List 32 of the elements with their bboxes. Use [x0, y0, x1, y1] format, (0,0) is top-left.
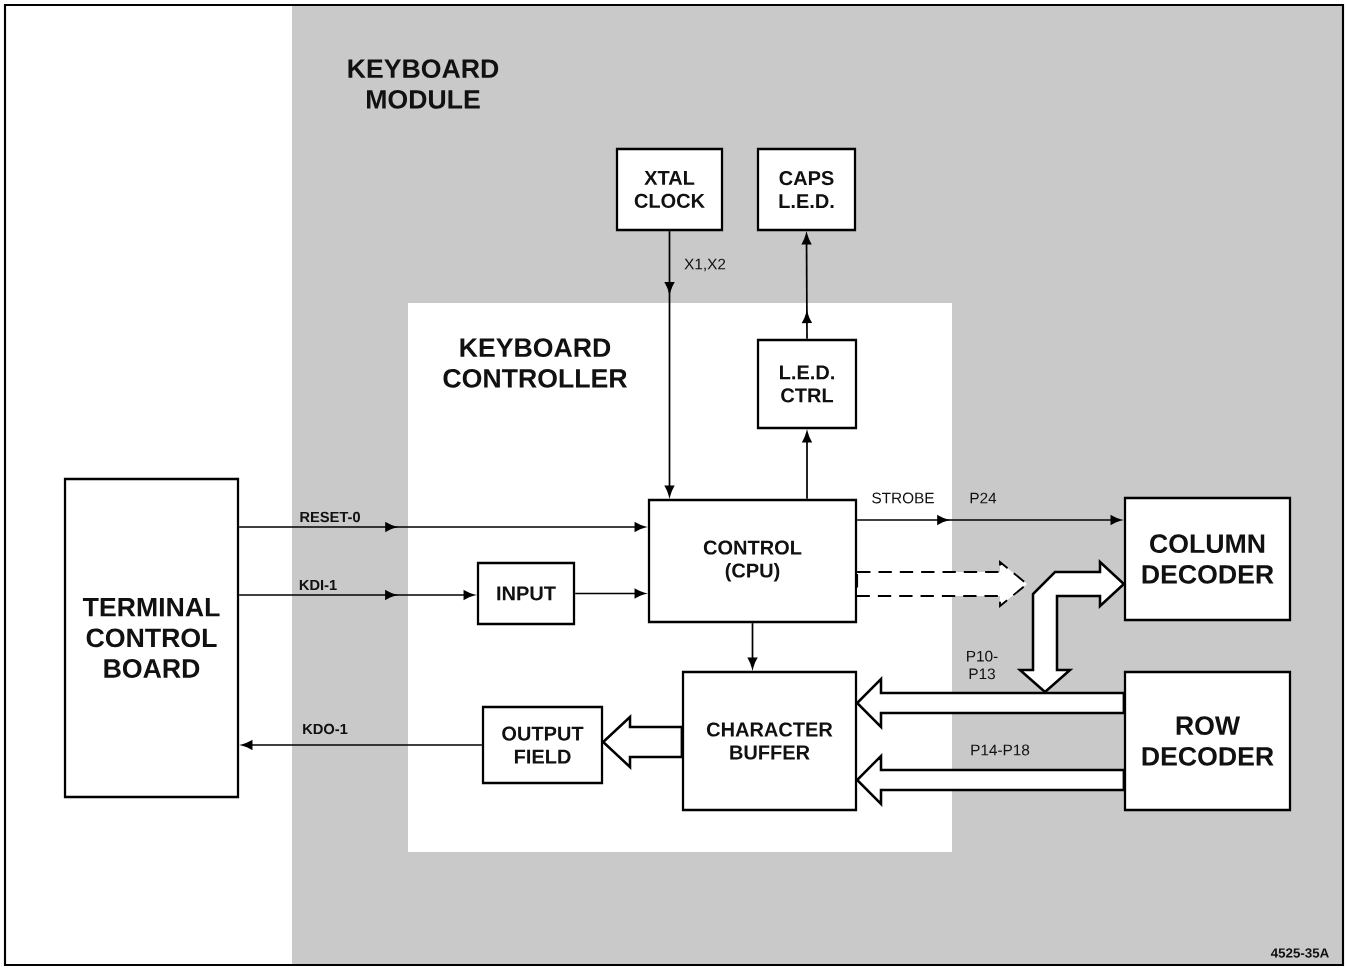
arrow: [238, 522, 646, 532]
block-box: L.E.D. CTRL: [756, 338, 858, 430]
block-box: CHARACTER BUFFER: [681, 670, 858, 812]
bus-arrow: [601, 714, 684, 770]
edge-label: X1,X2: [682, 257, 728, 273]
edge-label: KDO-1: [300, 722, 350, 736]
arrow: [802, 431, 812, 500]
bus-arrow: [855, 752, 1126, 808]
signal-label: P24: [968, 491, 998, 505]
block-box: OUTPUT FIELD: [481, 705, 604, 785]
arrow: [664, 230, 675, 497]
block-box: INPUT: [476, 561, 576, 626]
bus-arrow: [856, 560, 1029, 608]
arrow: [747, 622, 758, 669]
arrow: [801, 233, 812, 340]
region-title: KEYBOARD CONTROLLER: [443, 338, 628, 388]
arrow: [574, 588, 646, 599]
block-box: CONTROL (CPU): [647, 498, 858, 624]
edge-label: P10- P13: [959, 649, 1005, 681]
block-box: CAPS L.E.D.: [756, 147, 857, 232]
arrow: [241, 740, 483, 750]
arrow: [856, 515, 1122, 525]
edge-label: P14-P18: [968, 743, 1032, 757]
region-title: KEYBOARD MODULE: [348, 59, 499, 109]
block-box: COLUMN DECODER: [1123, 496, 1292, 622]
block-box: ROW DECODER: [1123, 670, 1292, 812]
block-box: TERMINAL CONTROL BOARD: [63, 477, 240, 799]
arrow: [238, 590, 475, 600]
edge-label: STROBE: [870, 491, 936, 505]
bus-arrow: [855, 675, 1126, 731]
block-box: XTAL CLOCK: [615, 147, 724, 232]
edge-label: RESET-0: [298, 510, 362, 524]
